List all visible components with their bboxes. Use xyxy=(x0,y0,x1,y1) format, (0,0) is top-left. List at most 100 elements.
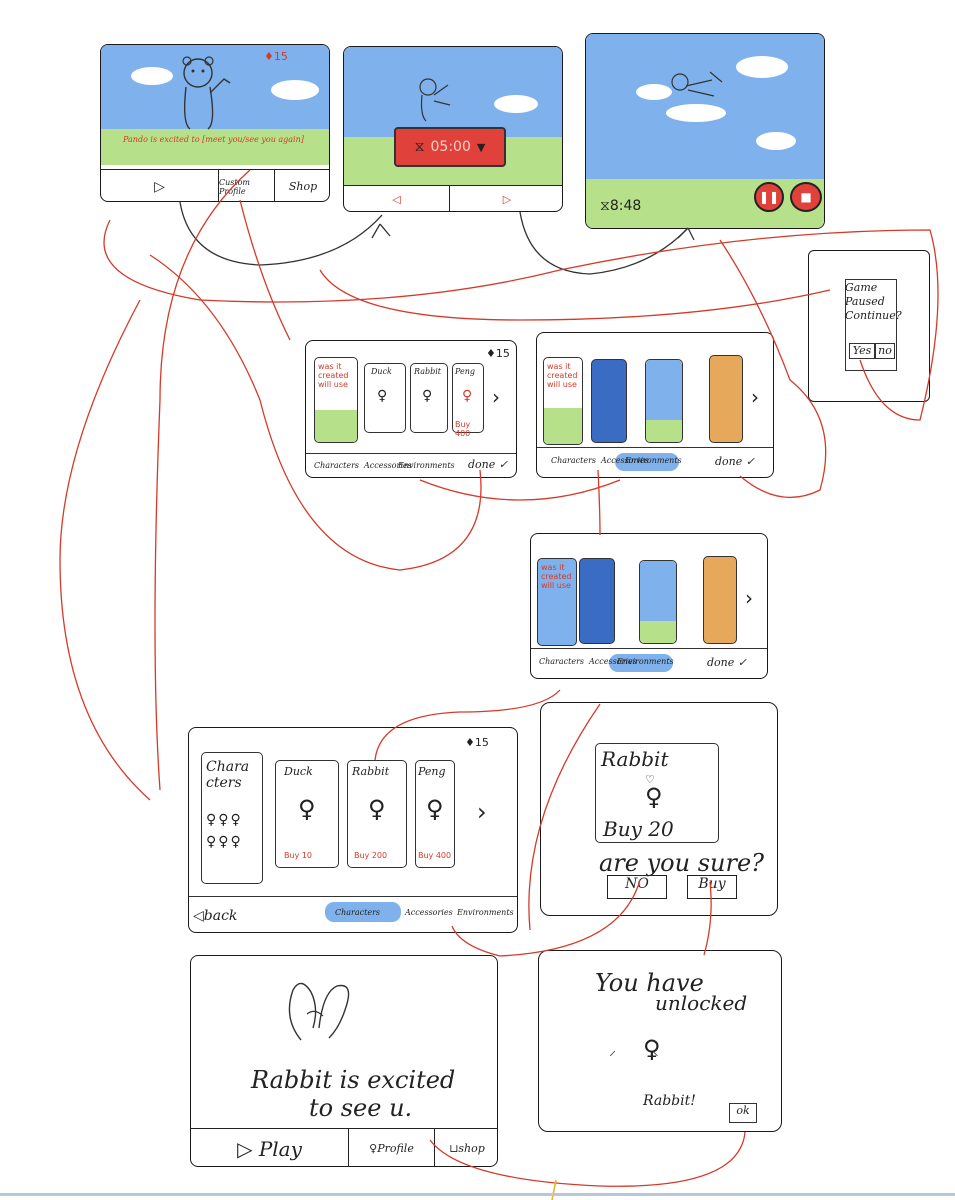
tab-environments[interactable]: Environments xyxy=(457,908,514,917)
flow-arrow xyxy=(677,227,695,241)
character-card-peng[interactable]: Peng ♀ Buy 400 xyxy=(452,363,484,438)
shop-card-peng[interactable]: Peng ♀ Buy 400 xyxy=(415,760,455,868)
pause-icon: ❚❚ xyxy=(758,190,780,204)
screen-home: ♦15 Pando is excited to [meet you/see yo… xyxy=(100,44,330,202)
caption-option-again: see you again xyxy=(245,135,301,144)
character-card-rabbit[interactable]: Rabbit ♀ xyxy=(410,363,448,433)
tab-characters[interactable]: Characters xyxy=(551,456,596,465)
environment-card-desert[interactable] xyxy=(709,355,743,443)
play-label: Play xyxy=(258,1136,302,1161)
gem-counter: ♦15 xyxy=(486,347,510,360)
stop-button[interactable]: ■ xyxy=(790,182,822,212)
shop-button[interactable]: ⊔shop xyxy=(435,1129,497,1166)
caption-text: Pando is excited to xyxy=(123,135,200,144)
hourglass-icon: ⧖ xyxy=(414,139,425,155)
cloud xyxy=(131,67,173,85)
pause-yes-button[interactable]: Yes xyxy=(849,343,875,359)
pause-button[interactable]: ❚❚ xyxy=(754,182,784,212)
bottom-divider xyxy=(0,1193,955,1196)
next-arrow-icon[interactable]: › xyxy=(745,586,753,610)
next-arrow-icon[interactable]: › xyxy=(492,385,500,409)
character-icon: ♀ xyxy=(298,795,316,823)
play-icon: ▷ xyxy=(237,1136,253,1161)
next-arrow-icon[interactable]: › xyxy=(751,385,759,409)
character-icon: ♀ xyxy=(422,388,433,404)
gem-count: 15 xyxy=(474,736,489,749)
sparkle-lines: ⸝ ⸜ xyxy=(609,1043,659,1059)
done-button[interactable]: done ✓ xyxy=(715,455,755,468)
unlocked-dialog: You have unlocked ♀ ⸝ ⸜ Rabbit! ok xyxy=(538,950,782,1132)
active-tab-highlight xyxy=(325,902,401,922)
character-price: Buy 400 xyxy=(455,420,471,438)
tab-accessories[interactable]: Accessories xyxy=(601,456,649,465)
character-card-duck[interactable]: Duck ♀ xyxy=(364,363,406,433)
customize-environments-selected: was it created will use › Characters Acc… xyxy=(530,533,768,679)
tab-accessories[interactable]: Accessories xyxy=(405,908,453,917)
tab-accessories[interactable]: Accessories xyxy=(589,657,637,666)
selected-card[interactable]: was it created will use xyxy=(543,357,583,445)
dropdown-icon[interactable]: ▼ xyxy=(476,140,486,154)
character-price: Buy 200 xyxy=(354,851,388,860)
card-text: was it created will use xyxy=(547,362,578,389)
play-icon: ▷ xyxy=(154,178,165,195)
tab-characters[interactable]: Characters xyxy=(314,461,359,470)
character-name: Duck xyxy=(371,367,392,376)
character-name: Duck xyxy=(284,765,313,778)
grass xyxy=(646,420,682,442)
heart-icon: ♡ xyxy=(645,773,655,786)
panel-title: Chara cters xyxy=(206,759,250,791)
grass xyxy=(544,408,582,444)
cloud xyxy=(636,84,672,100)
character-name: Rabbit xyxy=(414,367,441,376)
character-icon: ♀ xyxy=(368,795,386,823)
play-button[interactable]: ▷ xyxy=(101,170,219,201)
sky xyxy=(646,360,682,420)
tab-environments[interactable]: Environments xyxy=(625,456,682,465)
screen-playing: ⧖8:48 ❚❚ ■ xyxy=(585,33,825,229)
tab-environments[interactable]: Environments xyxy=(617,657,674,666)
cloud xyxy=(494,95,538,113)
selected-card[interactable]: was it created will use xyxy=(537,558,577,646)
cloud xyxy=(736,56,788,78)
confirm-purchase-dialog: Rabbit ♡ ♀ Buy 20 are you sure? NO Buy xyxy=(540,702,778,916)
rabbit-icon: ♀ xyxy=(643,1035,661,1063)
tab-characters[interactable]: Characters xyxy=(539,657,584,666)
timer-box[interactable]: ⧖ 05:00 ▼ xyxy=(394,127,506,167)
ok-button[interactable]: ok xyxy=(729,1103,757,1123)
environment-card-meadow[interactable] xyxy=(645,359,683,443)
play-button[interactable]: ▷ Play xyxy=(191,1129,349,1166)
tab-environments[interactable]: Environments xyxy=(398,461,455,470)
card-text: was it created will use xyxy=(318,362,349,389)
active-tab-highlight xyxy=(615,453,679,471)
back-button[interactable]: ◁back xyxy=(193,908,238,924)
start-button[interactable]: ▷ xyxy=(450,186,562,211)
shop-card-duck[interactable]: Duck ♀ Buy 10 xyxy=(275,760,339,868)
timer-value: 05:00 xyxy=(430,139,471,155)
flow-arrow xyxy=(154,169,251,791)
shop-card-rabbit[interactable]: Rabbit ♀ Buy 200 xyxy=(347,760,407,868)
custom-profile-button[interactable]: Custom Profile xyxy=(219,170,275,201)
caption-option-meet: meet you xyxy=(205,135,243,144)
confirm-no-button[interactable]: NO xyxy=(607,875,667,899)
environment-card-night[interactable] xyxy=(591,359,627,443)
done-button[interactable]: done ✓ xyxy=(707,656,747,669)
flow-arrow xyxy=(319,269,831,321)
screen-rabbit-home: Rabbit is excited to see u. ▷ Play ♀Prof… xyxy=(190,955,498,1167)
selected-card[interactable]: was it created will use xyxy=(314,357,358,443)
timer-button-bar: ◁ ▷ xyxy=(344,185,562,211)
pause-no-button[interactable]: no xyxy=(875,343,895,359)
back-arrow-button[interactable]: ◁ xyxy=(344,186,450,211)
profile-button[interactable]: ♀Profile xyxy=(349,1129,435,1166)
rabbit-name: Rabbit xyxy=(601,747,669,771)
shop-button[interactable]: Shop xyxy=(288,180,318,193)
tab-characters[interactable]: Characters xyxy=(335,908,380,917)
next-arrow-icon[interactable]: › xyxy=(477,798,487,826)
done-button[interactable]: done ✓ xyxy=(468,458,508,471)
grass xyxy=(640,621,676,643)
customize-environments: was it created will use › Characters Acc… xyxy=(536,332,774,478)
environment-card-night[interactable] xyxy=(579,558,615,644)
grass xyxy=(315,410,357,442)
confirm-buy-button[interactable]: Buy xyxy=(687,875,737,899)
environment-card-meadow[interactable] xyxy=(639,560,677,644)
environment-card-desert[interactable] xyxy=(703,556,737,644)
